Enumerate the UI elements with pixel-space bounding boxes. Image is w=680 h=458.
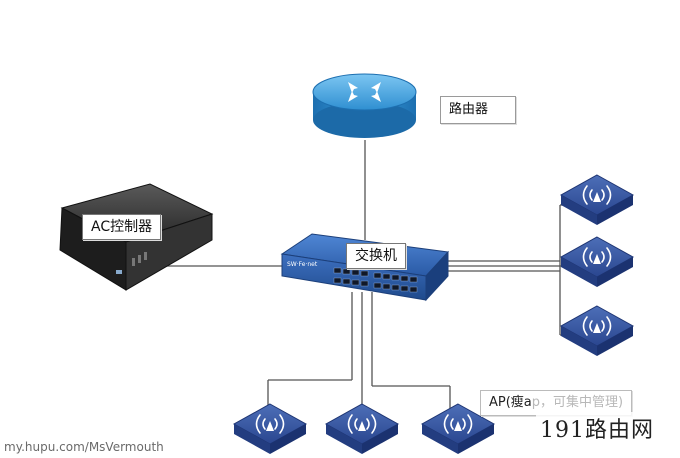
connection-lines [150, 140, 572, 412]
ap-label-prefix: AP(瘦a [489, 395, 532, 410]
switch-panel-text: SW·Fe·net [287, 261, 318, 268]
ap-group-label: AP(瘦ap，可集中管理) [480, 390, 633, 416]
ap-bottom-mid-icon [325, 403, 399, 455]
watermark-right: 191路由网 [536, 412, 658, 444]
switch-device: SW·Fe·net [280, 233, 450, 302]
ap-bottom-left-icon [233, 403, 307, 455]
ap-right-mid-icon [560, 236, 634, 288]
ap-right-top-icon [560, 174, 634, 226]
switch-label: 交换机 [346, 243, 406, 269]
watermark-left: my.hupu.com/MsVermouth [4, 440, 164, 454]
router-icon [312, 73, 417, 138]
ap-right-bottom-icon [560, 305, 634, 357]
ac-controller-label: AC控制器 [82, 214, 162, 240]
router-label: 路由器 [440, 96, 516, 124]
ap-label-faded: p，可集中管理) [531, 395, 624, 410]
